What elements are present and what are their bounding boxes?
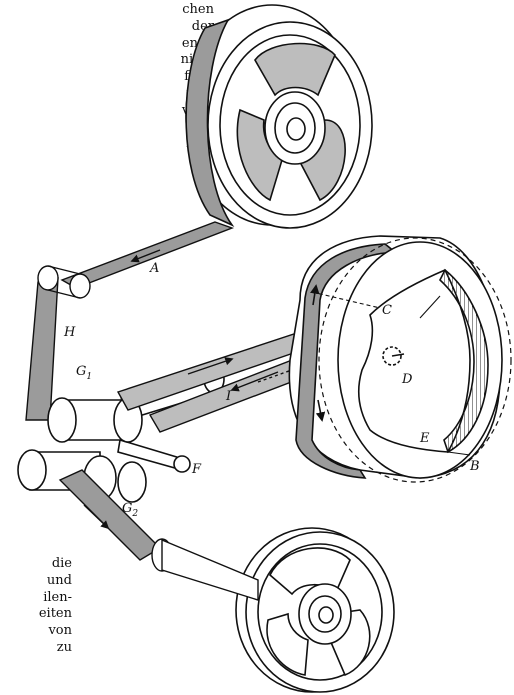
label-e: E [419, 431, 430, 446]
text-line: von [48, 623, 72, 639]
text-line: chen [182, 2, 214, 17]
text-line: eiten [38, 606, 72, 622]
text-fragment-bottom: die und ilen- eiten von zu [0, 556, 72, 657]
text-line: zu [56, 639, 72, 655]
label-f: F [191, 462, 202, 477]
label-g1: G1 [76, 364, 92, 382]
drum [288, 235, 512, 483]
film-to-bottom-reel [58, 469, 259, 601]
label-c: C [382, 303, 392, 318]
top-reel [185, 4, 373, 229]
film-loop-h [25, 265, 91, 421]
text-line: die [51, 556, 72, 571]
text-line: und [46, 572, 72, 588]
label-a: A [149, 261, 159, 276]
bottom-reel [235, 527, 395, 693]
label-d: D [401, 372, 413, 387]
label-b: B [469, 459, 480, 474]
label-i: I [225, 389, 232, 404]
text-line: ilen- [43, 589, 72, 605]
label-h: H [63, 325, 76, 340]
label-g2: G2 [122, 501, 138, 519]
